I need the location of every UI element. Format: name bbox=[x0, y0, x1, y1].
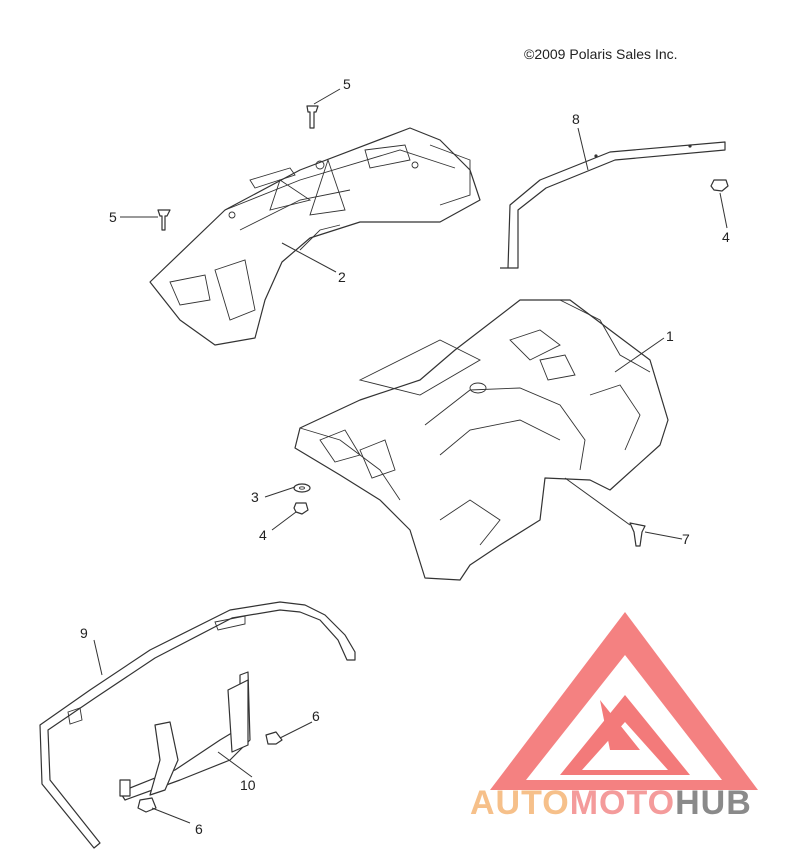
fastener-3-washer bbox=[293, 483, 311, 493]
fastener-4-left bbox=[293, 502, 309, 515]
brand-logo bbox=[490, 612, 758, 790]
callout-6-right: 6 bbox=[312, 708, 320, 724]
fastener-6-bottom bbox=[137, 797, 157, 813]
brand-word-moto: MOTO bbox=[569, 784, 676, 822]
brand-wordmark: AUTOMOTOHUB bbox=[470, 784, 752, 823]
leader-lines bbox=[93, 88, 728, 824]
part-10-bracket bbox=[119, 671, 251, 801]
callout-3: 3 bbox=[251, 489, 259, 505]
callout-4-left: 4 bbox=[259, 527, 267, 543]
callout-labels: 1 2 3 4 4 5 5 6 6 7 8 9 10 bbox=[80, 76, 730, 837]
part-2-rear-rack-panel bbox=[149, 127, 481, 346]
part-1-rear-fender bbox=[294, 299, 669, 581]
callout-9: 9 bbox=[80, 625, 88, 641]
callout-5-left: 5 bbox=[109, 209, 117, 225]
brand-word-auto: AUTO bbox=[470, 784, 570, 822]
callout-5-top: 5 bbox=[343, 76, 351, 92]
callout-6-bottom: 6 bbox=[195, 821, 203, 837]
brand-word-hub: HUB bbox=[675, 784, 752, 822]
callout-4-right: 4 bbox=[722, 229, 730, 245]
part-8-bar bbox=[500, 141, 726, 269]
callout-10: 10 bbox=[240, 777, 256, 793]
part-9-guard-frame bbox=[39, 601, 356, 849]
callout-2: 2 bbox=[338, 269, 346, 285]
fastener-5-top bbox=[306, 105, 319, 129]
callout-1: 1 bbox=[666, 328, 674, 344]
fastener-7-clip bbox=[629, 522, 646, 547]
fastener-5-left bbox=[157, 209, 171, 231]
callout-8: 8 bbox=[572, 111, 580, 127]
fastener-4-right bbox=[710, 179, 729, 192]
fastener-6-right bbox=[265, 731, 283, 745]
callout-7: 7 bbox=[682, 531, 690, 547]
copyright-text: ©2009 Polaris Sales Inc. bbox=[524, 46, 678, 62]
